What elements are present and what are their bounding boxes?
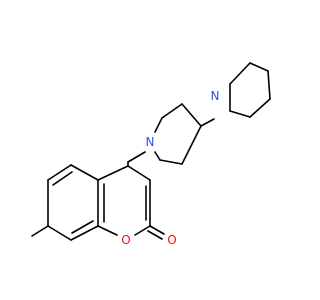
- bond: [147, 230, 163, 240]
- bond: [159, 159, 183, 165]
- atom-layer: N N O O: [117, 87, 224, 249]
- bond: [52, 171, 73, 186]
- nitrogen-atom-label: N: [146, 135, 155, 149]
- bond: [249, 98, 271, 118]
- bond: [71, 220, 94, 234]
- molecule-diagram: N N O O: [31, 62, 271, 249]
- bond: [97, 225, 118, 236]
- bond: [47, 164, 72, 181]
- bond: [154, 117, 163, 133]
- bond: [161, 103, 183, 119]
- bond: [134, 225, 151, 236]
- nitrogen-atom-label: N: [211, 89, 220, 103]
- bond: [229, 110, 251, 118]
- bond: [181, 125, 202, 165]
- bond: [31, 225, 49, 237]
- bond: [154, 151, 161, 161]
- bond: [267, 70, 271, 100]
- ring-oxygen-atom-label: O: [121, 233, 130, 247]
- bond: [200, 118, 215, 127]
- bond: [70, 164, 99, 181]
- bond: [127, 151, 146, 163]
- bond: [97, 165, 129, 181]
- bond: [149, 225, 165, 235]
- bond: [249, 62, 269, 72]
- bond: [70, 225, 99, 241]
- bond: [229, 62, 251, 85]
- chemical-structure-canvas: N N O O: [31, 62, 271, 249]
- bond: [47, 225, 72, 241]
- bond: [181, 103, 202, 127]
- carbonyl-oxygen-atom-label: O: [167, 233, 176, 247]
- bond: [127, 165, 151, 181]
- bond-layer: [31, 62, 271, 241]
